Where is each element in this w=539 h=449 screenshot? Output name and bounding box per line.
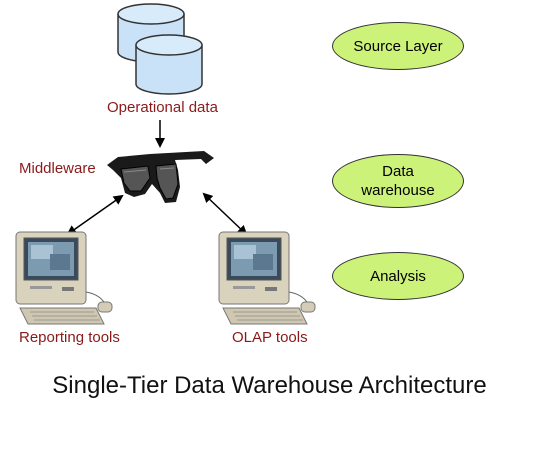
reporting-tools-label: Reporting tools (19, 329, 120, 346)
operational-data-label: Operational data (107, 99, 218, 116)
analysis-label: Analysis (370, 267, 426, 285)
data-warehouse-label-line1: Data (382, 163, 414, 180)
data-warehouse-oval: Data warehouse (332, 154, 464, 208)
middleware-label: Middleware (19, 160, 96, 177)
source-layer-oval: Source Layer (332, 22, 464, 70)
computer-icon (15, 231, 113, 325)
olap-tools-label: OLAP tools (232, 329, 308, 346)
sunglasses-icon (107, 151, 214, 203)
data-warehouse-label-line2: warehouse (361, 182, 435, 199)
diagram-title: Single-Tier Data Warehouse Architecture (52, 372, 487, 399)
arrow-middleware-olap (202, 192, 248, 236)
source-layer-label: Source Layer (353, 37, 443, 55)
arrow-middleware-reporting (66, 194, 124, 236)
computer-icon (218, 231, 316, 325)
analysis-oval: Analysis (332, 252, 464, 300)
database-cylinder-front (135, 34, 203, 95)
database-icon (117, 3, 203, 95)
